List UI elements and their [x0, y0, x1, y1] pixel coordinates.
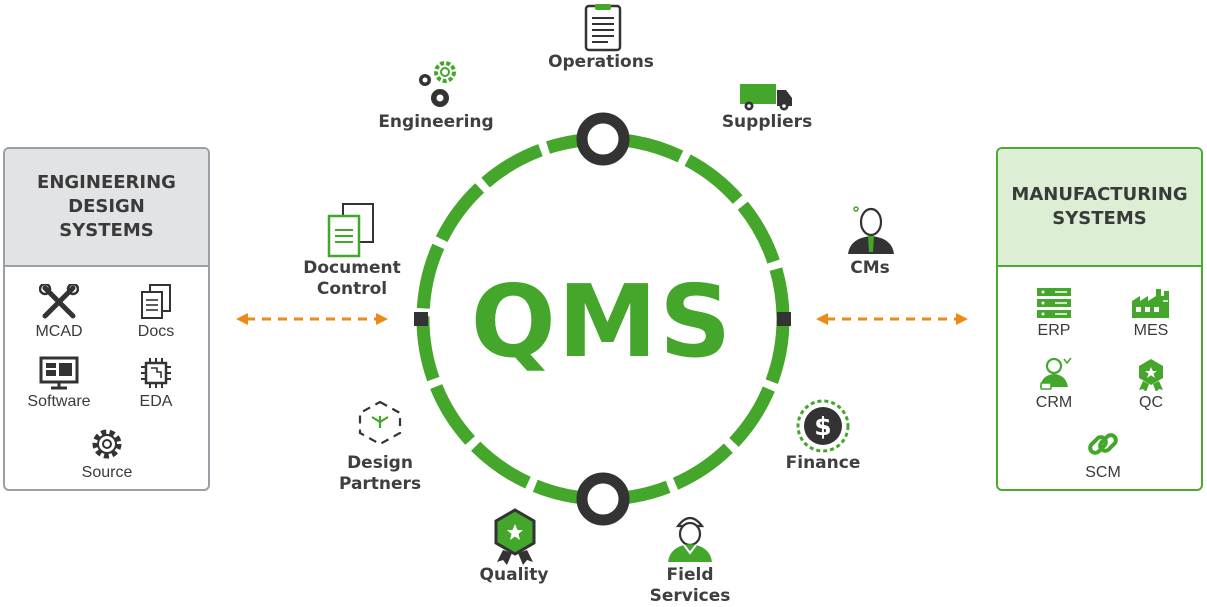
- manufacturing-systems-title: MANUFACTURING SYSTEMS: [998, 149, 1201, 267]
- node-quality-label: Quality: [479, 565, 549, 585]
- monitor-icon: [39, 356, 79, 390]
- system-item-label: MES: [1133, 322, 1169, 339]
- node-document-control-line2: Control: [316, 279, 388, 299]
- node-field-services-label: Field Services: [620, 565, 760, 607]
- node-design-partners-label: Design Partners: [310, 453, 450, 495]
- panel-title-line: SYSTEMS: [59, 220, 154, 241]
- document-control-icon: [327, 203, 374, 258]
- qms-title: QMS: [470, 263, 734, 380]
- system-item-label: SCM: [1085, 464, 1121, 481]
- system-item-label: EDA: [139, 393, 173, 410]
- bottom-connector-node: [576, 472, 630, 526]
- node-field-services-line1: Field: [666, 565, 714, 585]
- cube-network-icon: [358, 400, 402, 446]
- dollar-coin-icon: $: [796, 399, 850, 453]
- system-item-crm: CRM: [1009, 357, 1099, 412]
- system-item-label: Docs: [137, 323, 175, 340]
- right-connector-square: [777, 312, 791, 326]
- engineering-design-systems-title: ENGINEERING DESIGN SYSTEMS: [5, 149, 208, 267]
- field-worker-icon: [668, 516, 712, 562]
- node-document-control-label: Document Control: [282, 258, 422, 300]
- engineering-design-systems-panel: ENGINEERING DESIGN SYSTEMS MCAD Docs: [3, 147, 210, 491]
- tools-icon: [39, 284, 79, 319]
- system-item-label: Source: [81, 464, 133, 481]
- chip-icon: [141, 358, 171, 388]
- left-bidirectional-arrow: [236, 313, 388, 325]
- manufacturing-systems-panel: MANUFACTURING SYSTEMS ERP MES: [996, 147, 1203, 491]
- system-item-mes: MES: [1106, 287, 1196, 340]
- left-connector-square: [414, 312, 428, 326]
- person-icon: [1040, 357, 1072, 390]
- node-suppliers-label: Suppliers: [721, 112, 813, 132]
- gear-icon: [92, 429, 122, 459]
- gears-icon: [419, 61, 456, 107]
- system-item-label: ERP: [1037, 322, 1071, 339]
- system-item-mcad: MCAD: [14, 284, 104, 341]
- right-bidirectional-arrow: [816, 313, 968, 325]
- node-design-partners-line2: Partners: [338, 474, 422, 494]
- node-cms-label: CMs: [850, 258, 890, 278]
- system-item-eda: EDA: [111, 356, 201, 411]
- system-item-software: Software: [14, 356, 104, 411]
- badge-icon: [1139, 359, 1163, 391]
- svg-text:$: $: [814, 412, 831, 441]
- panel-title-line: SYSTEMS: [1052, 208, 1147, 229]
- system-item-scm: SCM: [1058, 427, 1148, 482]
- system-item-label: Software: [27, 393, 91, 410]
- panel-title-line: MANUFACTURING: [1011, 184, 1188, 205]
- node-operations-label: Operations: [548, 52, 654, 72]
- node-engineering-label: Engineering: [378, 112, 494, 132]
- quality-badge-icon: [494, 508, 536, 565]
- system-item-docs: Docs: [111, 284, 201, 341]
- node-document-control-line1: Document: [303, 258, 401, 278]
- system-item-label: CRM: [1035, 394, 1073, 411]
- factory-icon: [1132, 289, 1169, 318]
- node-design-partners-line1: Design: [347, 453, 413, 473]
- system-item-label: MCAD: [35, 323, 83, 340]
- truck-icon: [740, 84, 792, 111]
- businessman-icon: [848, 206, 894, 254]
- panel-title-line: DESIGN: [68, 196, 145, 217]
- clipboard-icon: [584, 4, 622, 52]
- chain-link-icon: [1088, 433, 1118, 455]
- system-item-erp: ERP: [1009, 287, 1099, 340]
- top-connector-node: [576, 112, 630, 166]
- system-item-label: QC: [1139, 394, 1163, 411]
- system-item-qc: QC: [1106, 357, 1196, 412]
- node-field-services-line2: Services: [649, 586, 731, 606]
- documents-icon: [141, 284, 171, 319]
- system-item-source: Source: [62, 427, 152, 482]
- node-finance-label: Finance: [785, 453, 861, 473]
- server-icon: [1037, 288, 1071, 318]
- panel-title-line: ENGINEERING: [37, 172, 176, 193]
